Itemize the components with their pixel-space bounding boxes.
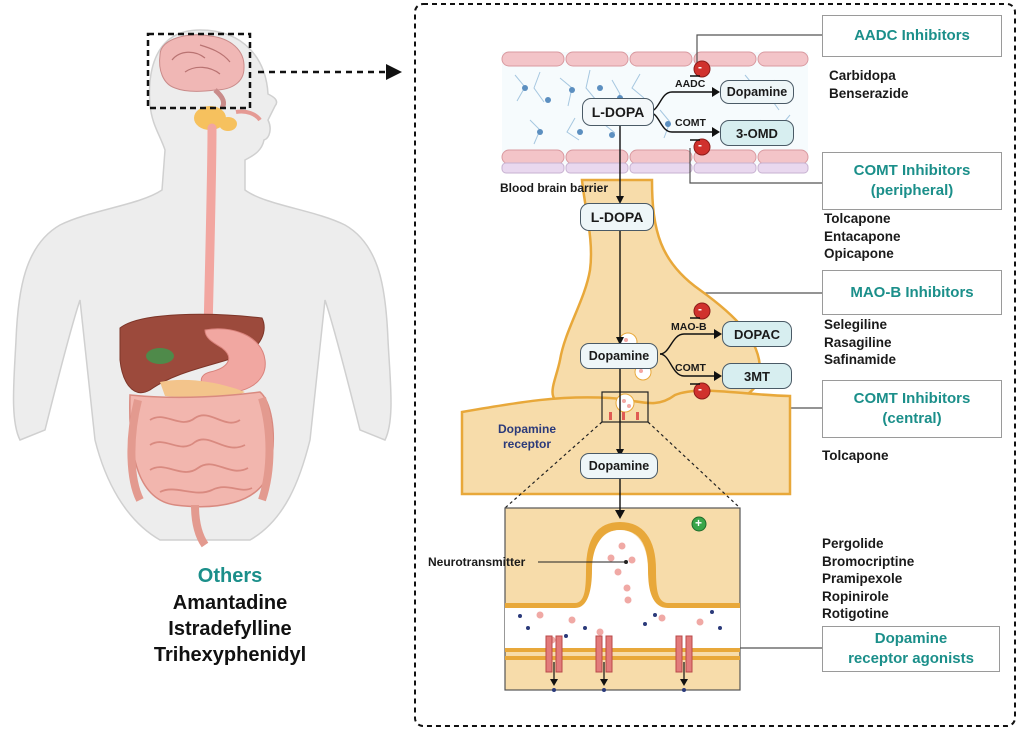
maob-inhibitors-box: MAO-B Inhibitors xyxy=(822,270,1002,315)
receptor-channels xyxy=(545,635,693,673)
dopamine-node-periph: Dopamine xyxy=(720,80,794,104)
aadc-enzyme-label: AADC xyxy=(675,78,706,90)
comt-enzyme-label-periph: COMT xyxy=(675,117,706,129)
ldopa-node-brain: L-DOPA xyxy=(580,203,654,231)
minus-sign: - xyxy=(698,60,702,74)
human-body-figure xyxy=(12,29,402,548)
plus-sign: + xyxy=(695,516,703,530)
comt-central-box: COMT Inhibitors (central) xyxy=(822,380,1002,438)
comt-peripheral-box: COMT Inhibitors (peripheral) xyxy=(822,152,1002,210)
pathway-frame xyxy=(414,3,1016,727)
synapse-zoom xyxy=(504,507,741,692)
omd-node: 3-OMD xyxy=(720,120,794,146)
mt-node: 3MT xyxy=(722,363,792,389)
drug-istradefylline: Istradefylline xyxy=(168,618,292,640)
dopamine-node-synapse: Dopamine xyxy=(580,453,658,479)
others-heading: Others xyxy=(197,565,263,587)
bbb-label: Blood brain barrier xyxy=(500,181,609,195)
body-silhouette xyxy=(12,29,392,541)
minus-sign: - xyxy=(698,382,702,396)
dopac-node: DOPAC xyxy=(722,321,792,347)
neurotransmitter-label: Neurotransmitter xyxy=(428,555,526,569)
minus-sign: - xyxy=(698,138,702,152)
comt-enzyme-label-central: COMT xyxy=(675,362,706,374)
postsynaptic-neuron xyxy=(460,389,792,496)
maob-drug-list: Selegiline Rasagiline Safinamide xyxy=(824,317,897,367)
brain-zoom-box xyxy=(146,32,252,110)
dopamine-agonists-box: Dopamine receptor agonists xyxy=(822,626,1000,672)
aadc-inhibitors-box: AADC Inhibitors xyxy=(822,15,1002,57)
agonist-plus-marker xyxy=(691,516,707,532)
comt-central-drug-list: Tolcapone xyxy=(822,448,889,463)
dopamine-receptor-label: Dopamine receptor xyxy=(498,422,557,451)
minus-sign: - xyxy=(698,302,702,316)
ldopa-node-bbb: L-DOPA xyxy=(582,98,654,126)
blood-brain-barrier xyxy=(501,51,809,174)
aadc-drug-list: Carbidopa Benserazide xyxy=(829,68,909,101)
maob-enzyme-label: MAO-B xyxy=(671,321,707,333)
drug-amantadine: Amantadine xyxy=(172,592,288,614)
comt-peripheral-drug-list: Tolcapone Entacapone Opicapone xyxy=(824,211,901,261)
others-drug-list: Others Amantadine Istradefylline Trihexy… xyxy=(120,563,340,668)
agonist-drug-list: Pergolide Bromocriptine Pramipexole Ropi… xyxy=(822,536,915,621)
zoom-arrow-head xyxy=(386,64,402,80)
dopamine-node-neuron: Dopamine xyxy=(580,343,658,369)
inhibition-markers xyxy=(693,60,711,400)
drug-trihexyphenidyl: Trihexyphenidyl xyxy=(153,644,307,666)
